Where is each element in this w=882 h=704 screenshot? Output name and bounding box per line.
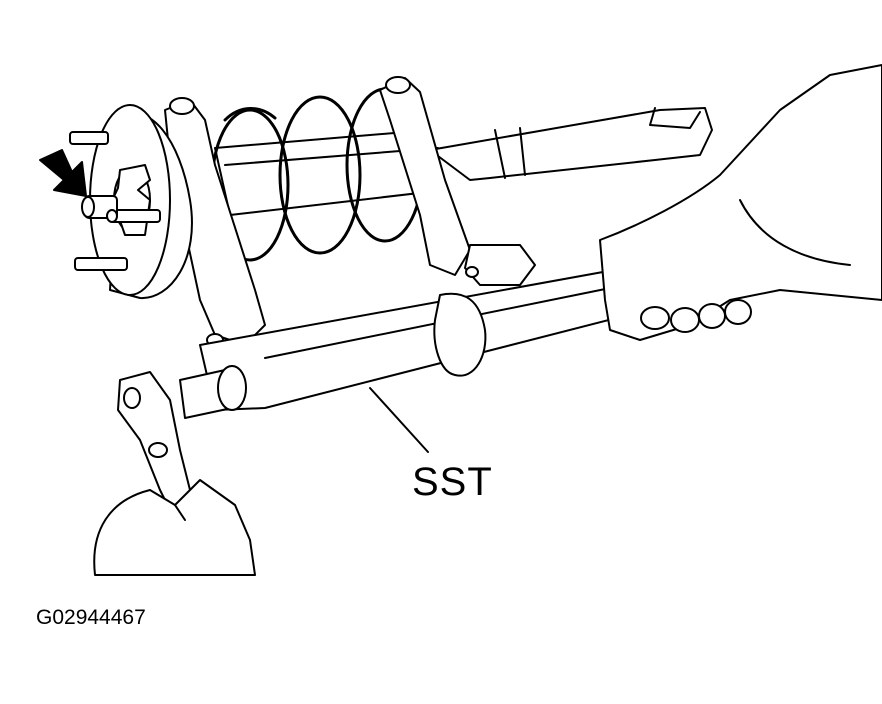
lower-arm bbox=[430, 108, 712, 180]
left-hand bbox=[94, 480, 255, 575]
hub-bolts bbox=[70, 132, 160, 270]
brake-drum bbox=[90, 105, 192, 298]
right-hand bbox=[600, 65, 882, 340]
callout-leader-line bbox=[370, 388, 428, 452]
figure-code: G02944467 bbox=[36, 606, 146, 629]
arrow-pointer-icon bbox=[40, 150, 86, 196]
special-service-tool bbox=[118, 268, 640, 520]
sst-callout-label: SST bbox=[412, 460, 493, 504]
upper-bracket bbox=[380, 77, 535, 285]
